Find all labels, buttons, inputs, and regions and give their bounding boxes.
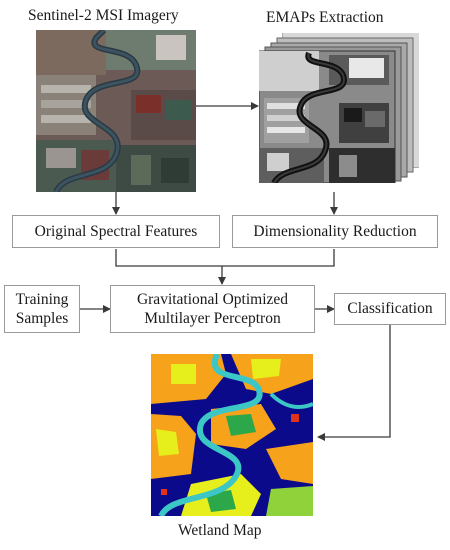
emaps-image-stack — [259, 33, 419, 183]
gravitational-mlp-label-line2: Multilayer Perceptron — [144, 310, 281, 327]
gravitational-mlp-label-line1: Gravitational Optimized — [136, 290, 289, 308]
classification-box: Classification — [334, 293, 446, 325]
original-spectral-features-box: Original Spectral Features — [12, 215, 220, 248]
training-samples-label-line1: Training — [15, 290, 69, 308]
training-samples-label-line2: Samples — [15, 310, 69, 327]
dimensionality-reduction-box: Dimensionality Reduction — [232, 215, 438, 248]
dimensionality-reduction-label: Dimensionality Reduction — [253, 222, 417, 240]
wetland-map-title: Wetland Map — [178, 522, 262, 539]
wetland-map-image — [151, 354, 313, 516]
merge-connector — [115, 249, 335, 267]
sentinel-image — [36, 30, 196, 192]
sentinel-imagery-title: Sentinel-2 MSI Imagery — [28, 7, 179, 24]
emaps-extraction-title: EMAPs Extraction — [266, 9, 384, 26]
arrow-classification-to-map — [317, 325, 391, 441]
training-samples-box: Training Samples — [4, 285, 80, 333]
gravitational-mlp-box: Gravitational Optimized Multilayer Perce… — [110, 285, 315, 333]
original-spectral-features-label: Original Spectral Features — [34, 222, 198, 240]
classification-label: Classification — [347, 300, 433, 318]
